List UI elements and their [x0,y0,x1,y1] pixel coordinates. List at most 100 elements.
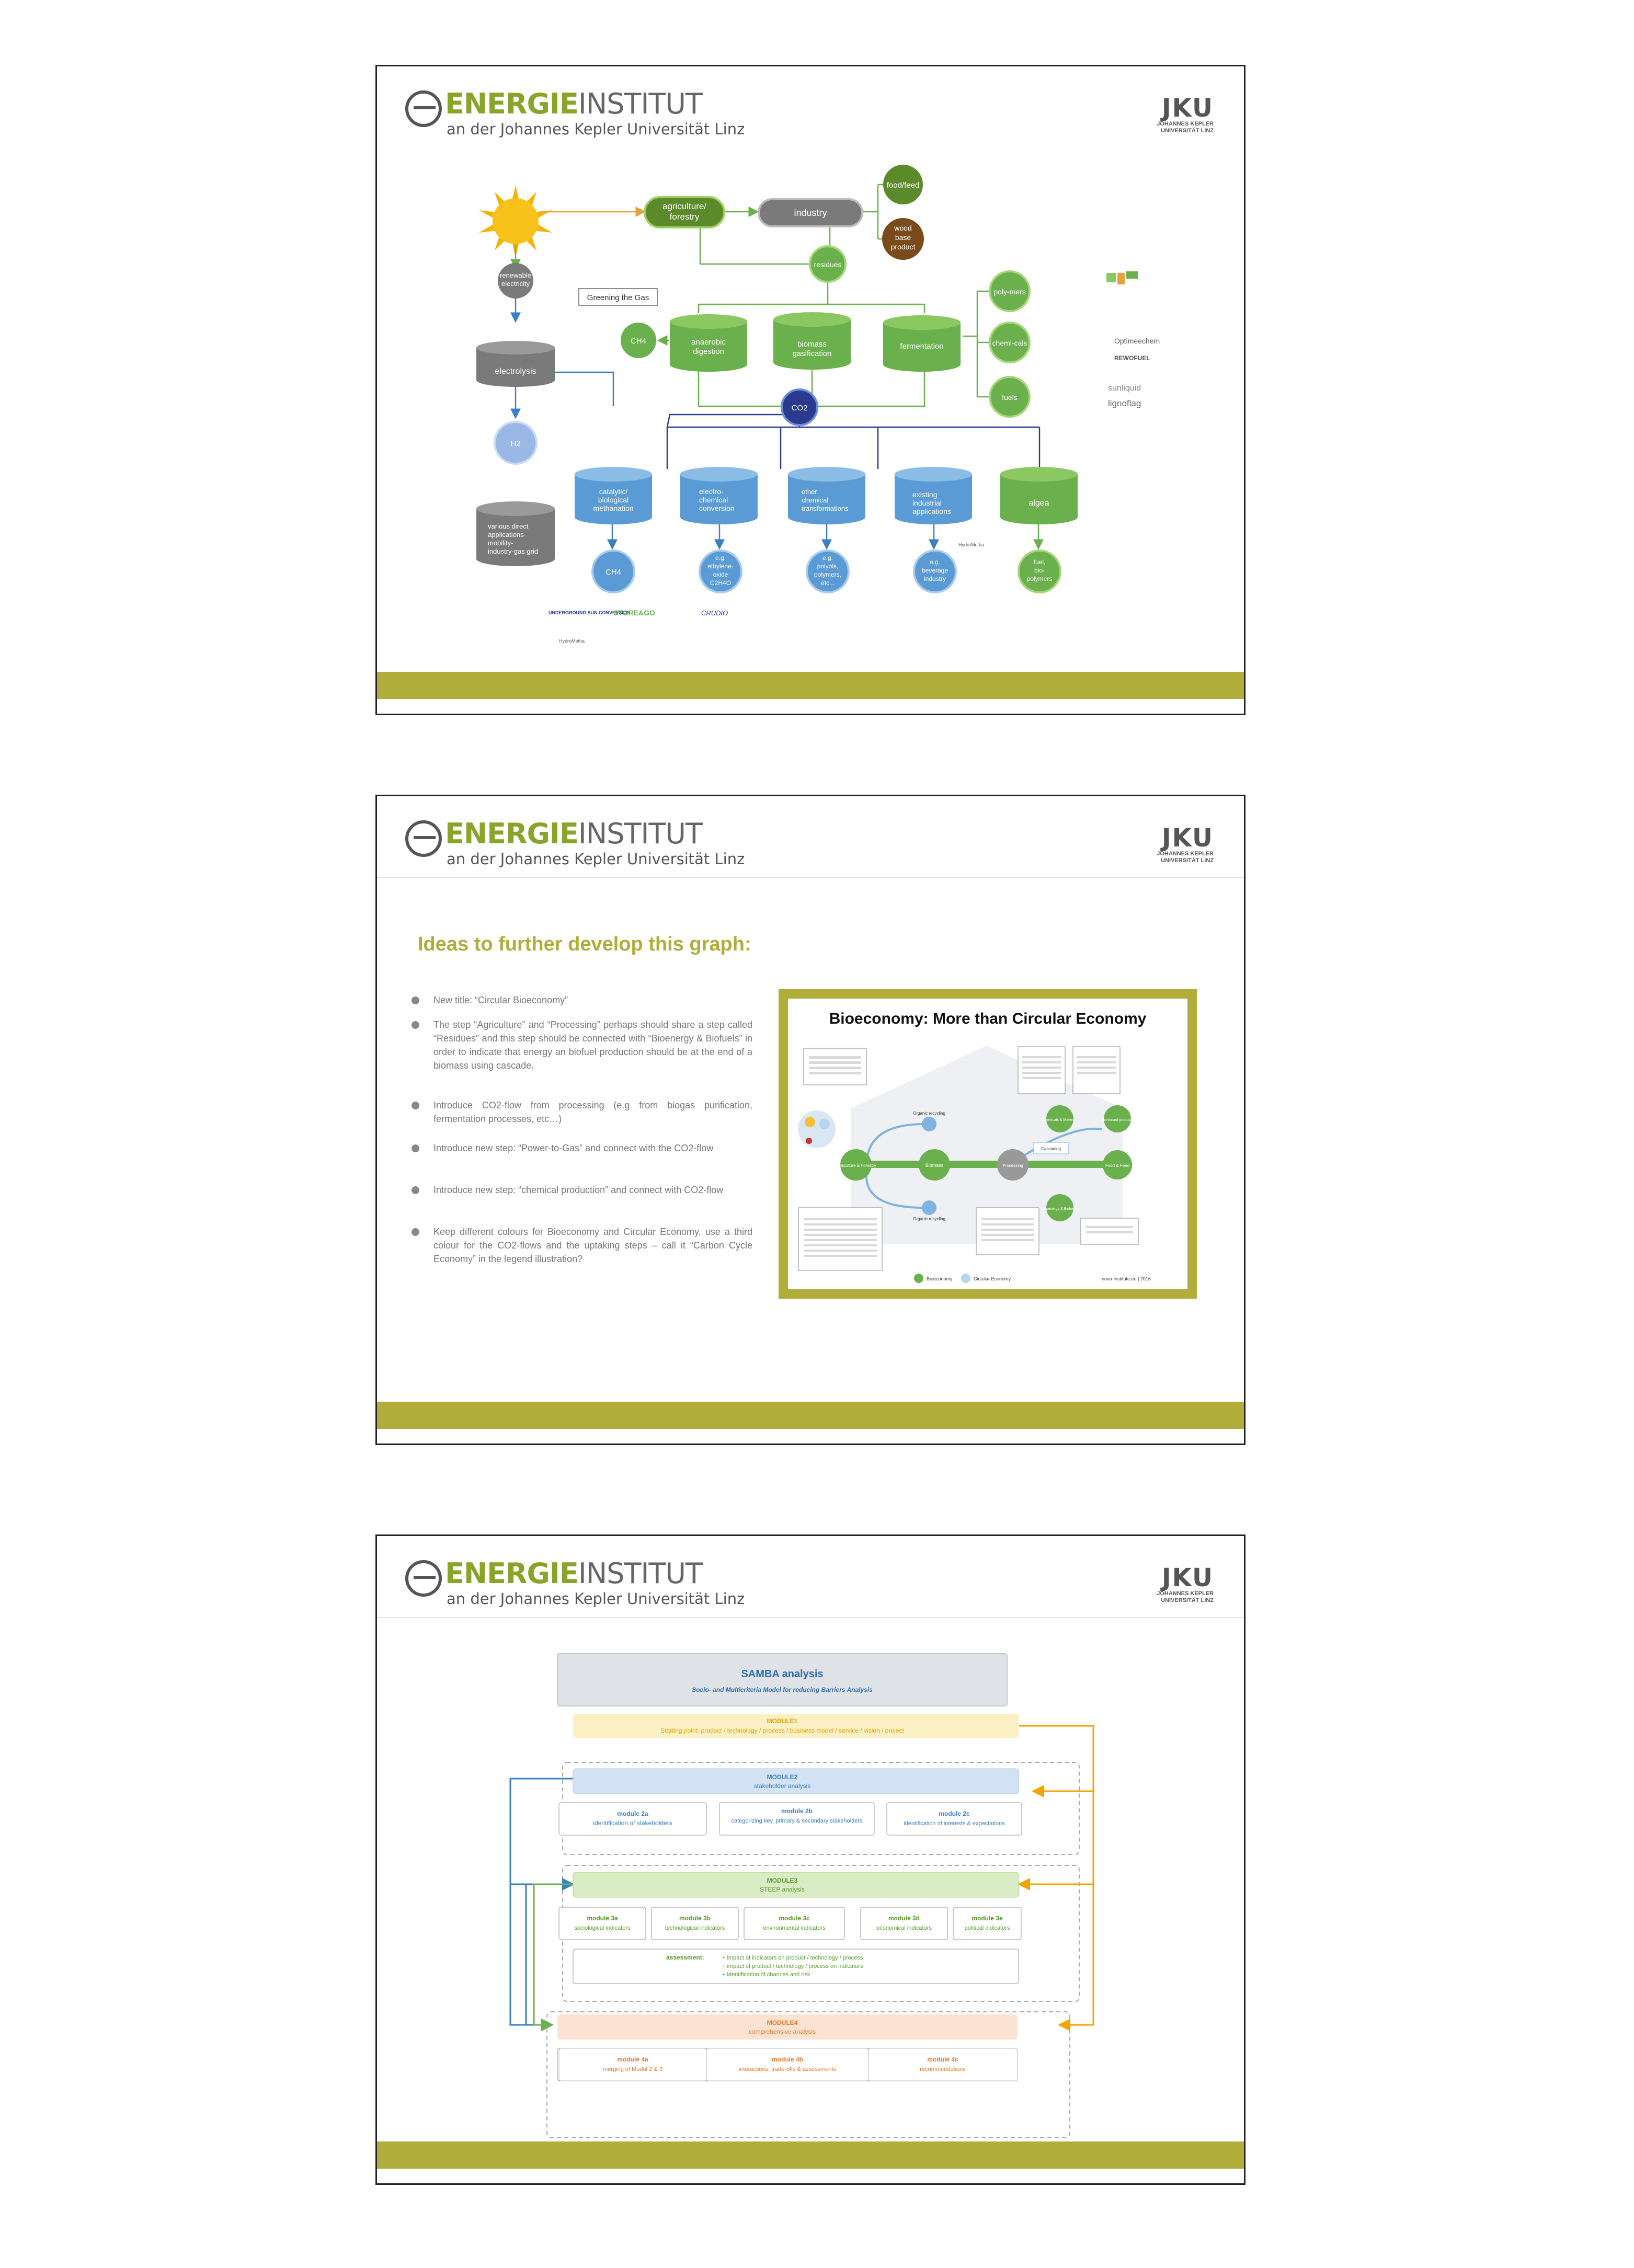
svg-text:poly-mers: poly-mers [993,288,1025,296]
project-logos-right: Optimeechem REWOFUEL sunliquid lignoflag [1106,271,1160,408]
svg-text:chemical: chemical [802,496,828,504]
svg-text:anaerobic: anaerobic [691,338,726,347]
jku-logo: JKU JOHANNES KEPLER UNIVERSITÄT LINZ [1157,94,1214,134]
bio-based-products-circle: Bio-based products [1102,1105,1134,1132]
value-chain-diagram: agriculture/ forestry industry food/feed… [476,165,1160,644]
svg-text:biomass: biomass [797,340,827,349]
cascading-box: Cascading [1033,1142,1069,1154]
fermentation-node: fermentation [883,315,961,372]
ch4-node: CH4 [621,323,656,358]
svg-text:algea: algea [1029,499,1049,508]
svg-text:HydroMetha: HydroMetha [559,638,585,644]
polymers-node: poly-mers [989,270,1031,312]
svg-text:Bioenergy & Biofuels: Bioenergy & Biofuels [1043,1207,1077,1211]
svg-text:nova-Institute.eu | 2016: nova-Institute.eu | 2016 [1102,1276,1151,1281]
slide-footer-bar [377,1402,1244,1429]
h2-node: H2 [494,421,538,465]
svg-text:CRUDIO: CRUDIO [701,609,728,617]
fuel-biopolymers-node: fuel,bio-polymers [1018,549,1061,593]
svg-text:e.g.: e.g. [715,554,726,562]
svg-text:other: other [802,488,817,496]
svg-text:beverage: beverage [922,567,948,574]
svg-text:module 2c: module 2c [939,1810,970,1817]
svg-text:political indicators: political indicators [965,1925,1010,1931]
energieinstitut-logo-icon [405,1560,442,1597]
svg-text:oxide: oxide [713,571,728,578]
svg-text:Organic recycling: Organic recycling [913,1217,945,1221]
svg-text:transformations: transformations [802,505,849,512]
svg-text:module 3a: module 3a [587,1915,618,1922]
brand-subtitle: an der Johannes Kepler Universität Linz [447,120,745,138]
svg-text:+ identification of chances an: + identification of chances and risk [722,1972,810,1978]
svg-text:electrolysis: electrolysis [495,367,536,376]
existing-industrial-applications-node: existing industrial applications [895,467,972,524]
svg-text:interactions, trade-offs & ass: interactions, trade-offs & assessments [739,2066,837,2072]
bullet-item: Introduce new step: “chemical production… [412,1183,752,1197]
other-chemical-transformations-node: other chemical transformations [788,467,865,524]
renewable-electricity-node: renewable electricity [498,263,533,299]
slide-1: ENERGIEINSTITUT an der Johannes Kepler U… [375,65,1246,715]
svg-text:module 3c: module 3c [779,1915,810,1922]
svg-text:HydroMetha: HydroMetha [958,542,984,547]
slide-footer-bar [377,2141,1244,2169]
svg-text:existing: existing [912,490,937,499]
svg-text:module 3e: module 3e [972,1915,1003,1922]
svg-text:Bioeconomy: Bioeconomy [927,1276,953,1281]
svg-text:applications-: applications- [488,531,526,539]
samba-analysis-diagram: SAMBA analysis Socio- and Multicriteria … [509,1653,1094,2138]
svg-text:module 3b: module 3b [679,1915,711,1922]
brand-name: ENERGIEINSTITUT [445,817,703,850]
svg-text:fermentation: fermentation [900,342,943,351]
svg-text:ethylene-: ethylene- [707,563,733,570]
residues-node: residues [809,245,847,283]
organic-recycling-bottom: Organic recycling [913,1200,945,1221]
svg-text:catalytic/: catalytic/ [599,487,628,496]
svg-text:e.g.: e.g. [930,558,940,566]
svg-text:chemical: chemical [699,496,728,504]
various-applications-node: various direct applications- mobility- i… [476,501,555,566]
svg-text:STEEP analysis: STEEP analysis [760,1886,805,1893]
biomass-circle: Biomass [919,1149,950,1181]
agriculture-forestry-node: agriculture/ forestry [644,196,725,228]
svg-text:environmental indicators: environmental indicators [763,1925,826,1931]
svg-text:H2: H2 [510,439,520,448]
svg-text:industry: industry [794,208,827,218]
svg-text:Socio- and Multicriteria Model: Socio- and Multicriteria Model for reduc… [692,1686,873,1693]
sun-icon [479,186,552,257]
svg-text:MODULE3: MODULE3 [767,1877,798,1884]
svg-text:industrial: industrial [912,499,942,507]
svg-text:forestry: forestry [670,212,700,222]
svg-text:identification of interests &: identification of interests & expectatio… [904,1820,1005,1827]
food-feed-circle: Food & Feed [1103,1150,1132,1179]
svg-text:bio-: bio- [1034,567,1045,574]
svg-text:sunliquid: sunliquid [1108,384,1141,393]
figure-legend: Bioeconomy Circular Economy nova-Institu… [914,1274,1151,1283]
module3e-box: module 3e political indicators [953,1907,1022,1940]
svg-text:comprehensive analysis: comprehensive analysis [749,2028,816,2035]
bullet-item: The step “Agriculture” and “Processing” … [412,1018,752,1072]
svg-text:Processing: Processing [1002,1163,1023,1168]
svg-text:identification of stakeholders: identification of stakeholders [593,1819,672,1827]
svg-text:recommendations: recommendations [920,2066,966,2072]
svg-text:mobility-: mobility- [488,539,513,547]
svg-text:CH4: CH4 [631,337,646,346]
svg-text:electricity: electricity [501,280,530,288]
svg-text:Bio-based products: Bio-based products [1102,1118,1134,1122]
svg-text:UNDERGROUND SUN.CONVERSION: UNDERGROUND SUN.CONVERSION [549,610,631,615]
svg-text:polymers: polymers [1027,575,1053,582]
electrochemical-conversion-node: electro- chemical conversion [680,467,758,524]
svg-text:conversion: conversion [699,504,735,512]
processing-circle: Processing [997,1149,1029,1181]
svg-text:Biomass: Biomass [925,1163,944,1168]
svg-text:module 4c: module 4c [927,2056,958,2063]
svg-text:industry: industry [924,575,946,582]
svg-text:chemi-cals: chemi-cals [992,339,1027,347]
module2a-box: module 2a identification of stakeholders [558,1802,707,1836]
module2-box: MODULE2 stakeholder analysis [573,1768,1019,1794]
svg-text:REWOFUEL: REWOFUEL [1114,354,1150,362]
